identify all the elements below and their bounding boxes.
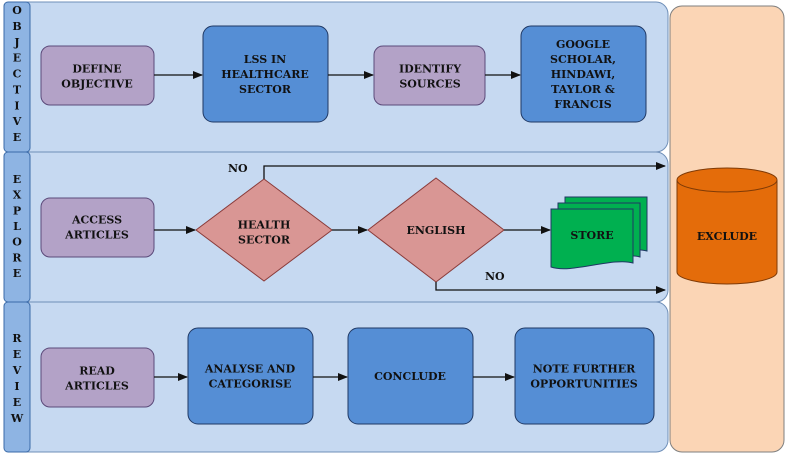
- exclude-database: [676, 167, 778, 285]
- analyse-categorise-box: [187, 327, 314, 425]
- no-bottom-label: NO: [485, 270, 505, 283]
- sources-list-box: [520, 25, 647, 123]
- exclude-label: EXCLUDE: [697, 230, 757, 243]
- identify-sources-box: [373, 45, 486, 106]
- health-sector-decision: [195, 178, 333, 282]
- store-shape: [550, 196, 648, 270]
- store-label: STORE: [570, 229, 613, 242]
- no-top-label: NO: [228, 162, 248, 175]
- conclude-box: [347, 327, 474, 425]
- conclude-label: CONCLUDE: [374, 370, 446, 383]
- review-side-tab: [3, 301, 31, 453]
- read-articles-box: [40, 347, 155, 408]
- note-opportunities-box: [514, 327, 655, 425]
- english-label: ENGLISH: [406, 224, 465, 237]
- lss-healthcare-box: [202, 25, 329, 123]
- arrow-health-no-to-exclude: [263, 162, 666, 179]
- access-articles-box: [40, 197, 155, 258]
- define-objective-box: [40, 45, 155, 106]
- arrow-english-no-to-exclude: [435, 282, 666, 294]
